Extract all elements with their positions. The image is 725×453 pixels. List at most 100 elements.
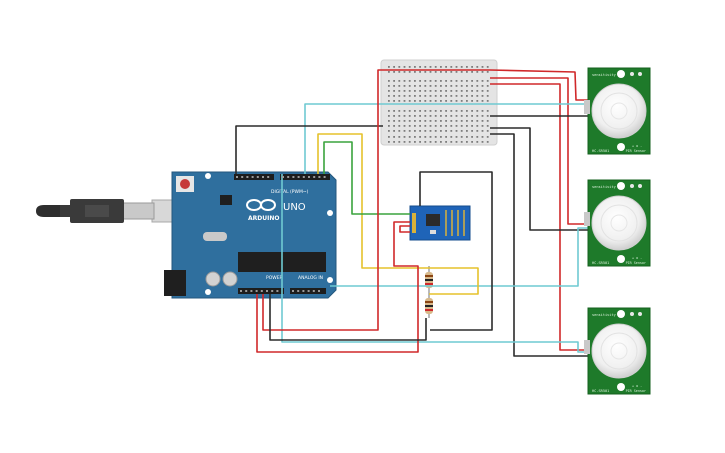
breadboard-hole bbox=[429, 71, 432, 73]
breadboard-hole bbox=[424, 66, 427, 68]
breadboard-hole bbox=[486, 95, 489, 97]
mount-hole bbox=[630, 72, 634, 76]
breadboard-hole bbox=[429, 130, 432, 132]
breadboard-hole bbox=[434, 85, 437, 87]
breadboard-hole bbox=[481, 85, 484, 87]
breadboard-hole bbox=[388, 71, 390, 73]
breadboard-hole bbox=[486, 120, 489, 122]
breadboard-hole bbox=[476, 136, 479, 138]
breadboard-hole bbox=[455, 110, 458, 112]
arduino-uno-board: ARDUINO UNO DIGITAL (PWM~) POWER ANALOG … bbox=[164, 171, 337, 299]
breadboard-hole bbox=[424, 95, 427, 97]
breadboard-hole bbox=[419, 80, 421, 82]
breadboard-hole bbox=[414, 130, 416, 132]
breadboard-hole bbox=[466, 130, 468, 132]
breadboard-hole bbox=[486, 66, 489, 68]
breadboard-hole bbox=[424, 115, 427, 117]
wire-red-esp bbox=[399, 225, 410, 233]
breadboard-hole bbox=[429, 100, 432, 102]
breadboard-hole bbox=[450, 80, 453, 82]
breadboard-hole bbox=[429, 90, 432, 92]
breadboard-hole bbox=[393, 130, 395, 132]
breadboard-hole bbox=[450, 110, 453, 112]
digital-label: DIGITAL (PWM~) bbox=[271, 189, 309, 195]
breadboard-hole bbox=[414, 80, 416, 82]
breadboard-hole bbox=[414, 110, 416, 112]
breadboard-hole bbox=[460, 125, 463, 127]
breadboard-hole bbox=[414, 71, 416, 73]
breadboard-hole bbox=[388, 110, 390, 112]
potentiometer-icon bbox=[617, 310, 625, 318]
breadboard-hole bbox=[455, 100, 458, 102]
breadboard-hole bbox=[450, 90, 453, 92]
breadboard-hole bbox=[460, 80, 463, 82]
breadboard-hole bbox=[424, 130, 427, 132]
wire-cyan-pir3 bbox=[281, 174, 588, 353]
breadboard-hole bbox=[445, 141, 447, 143]
breadboard-hole bbox=[414, 90, 416, 92]
breadboard-hole bbox=[424, 136, 427, 138]
breadboard-hole bbox=[398, 80, 401, 82]
breadboard-hole bbox=[388, 136, 390, 138]
breadboard-hole bbox=[445, 110, 447, 112]
header-pin bbox=[302, 290, 305, 292]
power-label: POWER bbox=[266, 275, 283, 281]
pir-side-label: PIR Sensor bbox=[626, 389, 646, 393]
breadboard-hole bbox=[440, 90, 442, 92]
wire-red-3v3 bbox=[256, 221, 419, 353]
breadboard-hole bbox=[455, 115, 458, 117]
mount-hole bbox=[630, 184, 634, 188]
breadboard-hole bbox=[440, 95, 442, 97]
breadboard-hole bbox=[471, 125, 473, 127]
breadboard-hole bbox=[481, 130, 484, 132]
breadboard-hole bbox=[434, 80, 437, 82]
breadboard-hole bbox=[388, 90, 390, 92]
breadboard-hole bbox=[398, 71, 401, 73]
lens-ring bbox=[610, 214, 628, 232]
breadboard-hole bbox=[429, 136, 432, 138]
breadboard-hole bbox=[393, 110, 395, 112]
header-pin bbox=[260, 290, 263, 292]
breadboard-hole bbox=[481, 71, 484, 73]
breadboard-hole bbox=[408, 110, 411, 112]
breadboard-hole bbox=[460, 115, 463, 117]
breadboard-hole bbox=[486, 110, 489, 112]
breadboard-hole bbox=[403, 125, 406, 127]
breadboard-hole bbox=[408, 66, 411, 68]
breadboard-hole bbox=[466, 100, 468, 102]
breadboard-hole bbox=[481, 80, 484, 82]
breadboard-hole bbox=[476, 71, 479, 73]
header-pin bbox=[262, 176, 264, 178]
breadboard-hole bbox=[419, 136, 421, 138]
breadboard-hole bbox=[414, 100, 416, 102]
breadboard-hole bbox=[424, 90, 427, 92]
breadboard-hole bbox=[471, 120, 473, 122]
breadboard-hole bbox=[424, 100, 427, 102]
breadboard-hole bbox=[419, 90, 421, 92]
breadboard-hole bbox=[398, 115, 401, 117]
breadboard-hole bbox=[445, 90, 447, 92]
breadboard-hole bbox=[445, 95, 447, 97]
breadboard-hole bbox=[403, 136, 406, 138]
wire-red-pir1 bbox=[383, 69, 588, 101]
breadboard-hole bbox=[408, 130, 411, 132]
breadboard-hole bbox=[429, 125, 432, 127]
breadboard-hole bbox=[450, 125, 453, 127]
breadboard-hole bbox=[450, 141, 453, 143]
breadboard-hole bbox=[476, 125, 479, 127]
breadboard-hole bbox=[434, 100, 437, 102]
header-pin bbox=[313, 176, 316, 178]
breadboard-hole bbox=[408, 136, 411, 138]
breadboard-hole bbox=[450, 71, 453, 73]
usb-logo-icon bbox=[85, 205, 109, 217]
breadboard-hole bbox=[393, 120, 395, 122]
breadboard-hole bbox=[388, 80, 390, 82]
breadboard-hole bbox=[476, 80, 479, 82]
breadboard-holes bbox=[388, 66, 489, 143]
header-pin bbox=[266, 290, 268, 292]
breadboard-hole bbox=[445, 125, 447, 127]
breadboard-hole bbox=[414, 115, 416, 117]
